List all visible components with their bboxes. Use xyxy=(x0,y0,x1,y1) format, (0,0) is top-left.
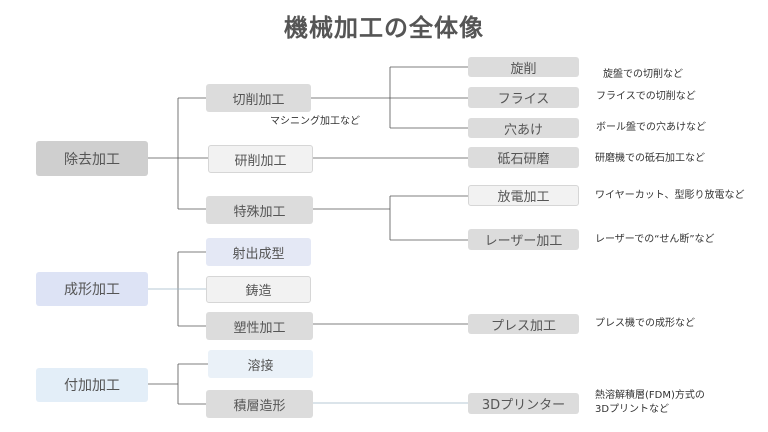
note-printer-line-2: 3Dプリントなど xyxy=(595,404,670,415)
root-forming: 成形加工 xyxy=(36,272,148,306)
leaf-whetstone: 砥石研磨 xyxy=(468,147,579,168)
note-milling: フライスでの切削など xyxy=(596,91,696,102)
leaf-printer: 3Dプリンター xyxy=(468,393,579,414)
node-casting: 鋳造 xyxy=(206,276,311,303)
note-whetstone: 研磨機での砥石加工など xyxy=(595,153,705,164)
note-printer-line-1: 熱溶解積層(FDM)方式の xyxy=(595,390,705,401)
connector-joining xyxy=(148,363,208,405)
note-edm: ワイヤーカット、型彫り放電など xyxy=(595,190,745,201)
page-title: 機械加工の全体像 xyxy=(284,14,484,42)
node-special: 特殊加工 xyxy=(206,196,313,224)
node-welding: 溶接 xyxy=(208,350,313,378)
leaf-laser: レーザー加工 xyxy=(468,229,579,250)
node-injection: 射出成型 xyxy=(206,238,311,266)
connector-removal xyxy=(148,97,208,210)
note-laser: レーザーでの“せん断”など xyxy=(595,234,715,245)
leaf-edm: 放電加工 xyxy=(468,185,579,206)
leaf-press: プレス加工 xyxy=(468,314,579,334)
leaf-drilling: 穴あけ xyxy=(468,118,579,138)
node-grinding: 研削加工 xyxy=(208,145,313,173)
root-removal: 除去加工 xyxy=(36,141,148,176)
note-lathe: 旋盤での切削など xyxy=(603,69,683,80)
node-plastic: 塑性加工 xyxy=(206,312,313,340)
leaf-lathe: 旋削 xyxy=(468,57,579,77)
node-cutting: 切削加工 xyxy=(206,84,311,112)
note-press: プレス機での成形など xyxy=(595,318,695,329)
connector-cutting xyxy=(311,66,468,129)
leaf-milling: フライス xyxy=(468,87,579,108)
note-machining: マシニング加工など xyxy=(270,116,360,127)
root-joining: 付加加工 xyxy=(36,368,148,402)
note-drilling: ボール盤での穴あけなど xyxy=(596,122,706,133)
node-additive: 積層造形 xyxy=(206,390,313,418)
connector-special xyxy=(313,195,468,241)
